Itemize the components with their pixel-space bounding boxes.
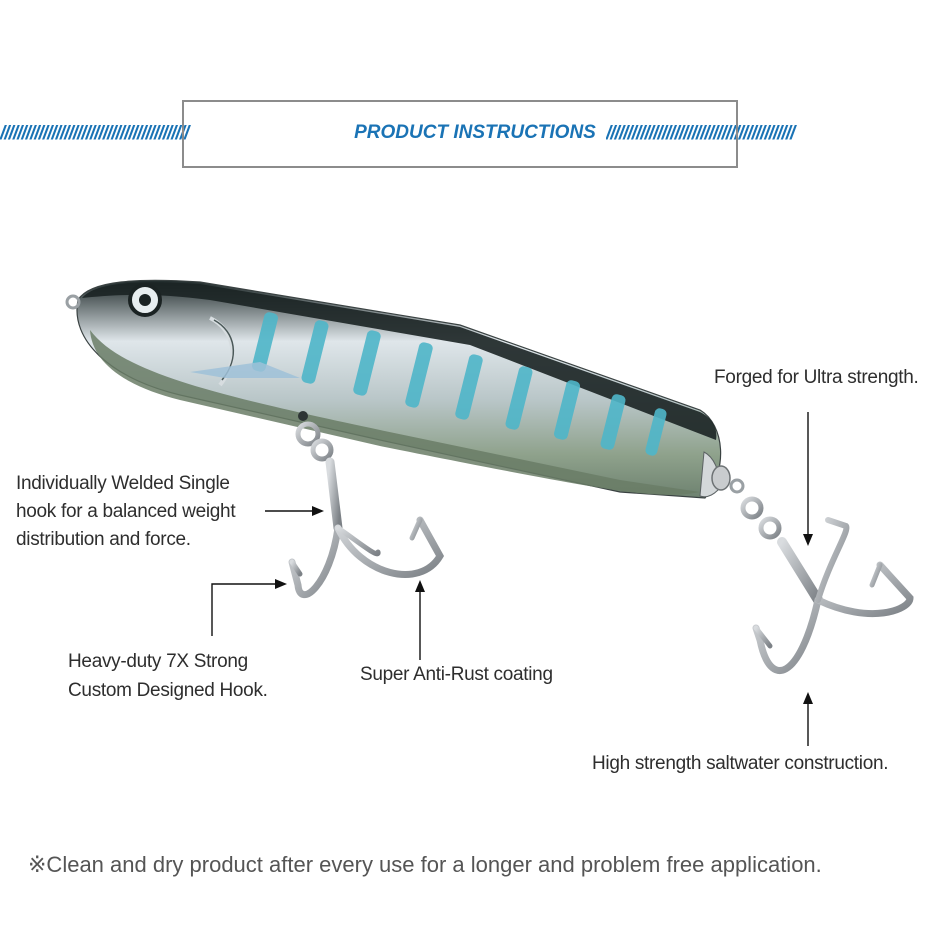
callout-anti-rust: Super Anti-Rust coating [360, 664, 553, 685]
callout-forged-strength: Forged for Ultra strength. [714, 367, 919, 388]
callout-saltwater-construction: High strength saltwater construction. [592, 753, 889, 774]
callout-welded-line-2: hook for a balanced weight [16, 501, 236, 522]
fishing-lure-icon [65, 279, 745, 499]
header-frame [182, 100, 738, 168]
callout-welded-line-3: distribution and force. [16, 529, 191, 550]
callout-heavy-duty-line-1: Heavy-duty 7X Strong [68, 651, 248, 672]
front-treble-hook-icon [288, 421, 445, 599]
page-title: PRODUCT INSTRUCTIONS [345, 121, 605, 145]
header-stripe-left: ////////////////////////////////////////… [0, 124, 189, 144]
callout-welded-line-1: Individually Welded Single [16, 473, 230, 494]
callout-arrows [211, 412, 813, 746]
rear-treble-hook-icon [740, 496, 914, 674]
care-instructions-note: ※Clean and dry product after every use f… [28, 852, 822, 877]
callout-heavy-duty-line-2: Custom Designed Hook. [68, 680, 268, 701]
header-stripe-right: ////////////////////////////////////////… [606, 124, 795, 144]
